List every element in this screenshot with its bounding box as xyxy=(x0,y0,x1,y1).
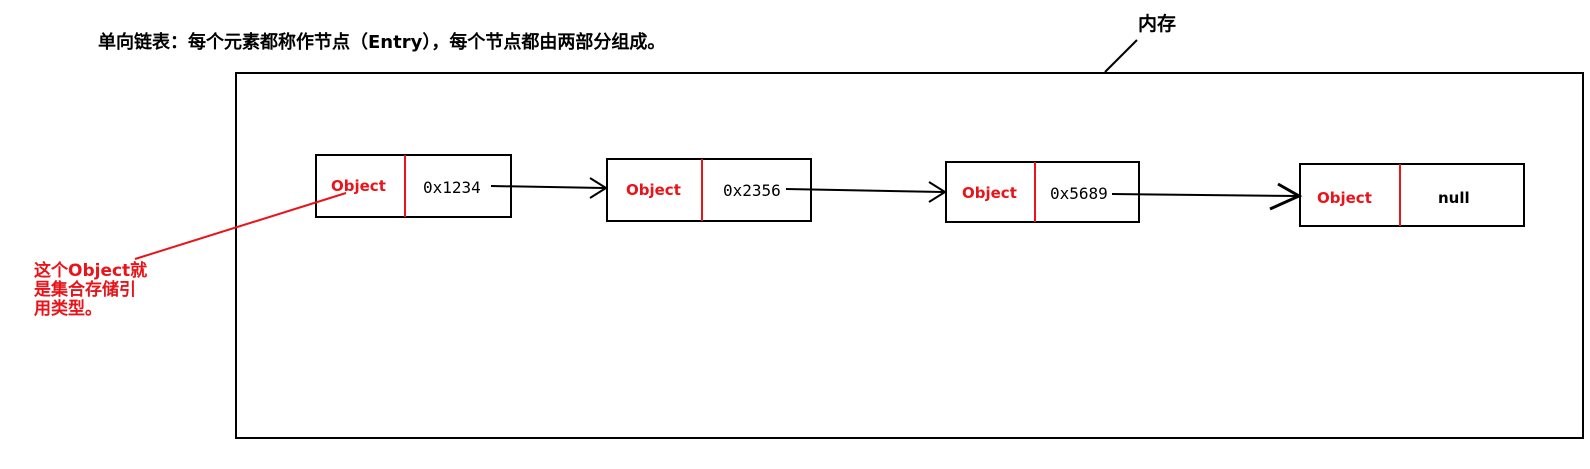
node-2-next: 0x2356 xyxy=(723,181,781,200)
arrow-node-1-to-2 xyxy=(490,177,608,199)
memory-label-pointer xyxy=(1104,39,1138,73)
node-1-next: 0x1234 xyxy=(423,178,481,197)
node-4: Object null xyxy=(1299,163,1525,227)
node-4-data: Object xyxy=(1317,189,1372,207)
arrow-node-2-to-3 xyxy=(785,181,947,203)
memory-label: 内存 xyxy=(1138,12,1176,35)
memory-region-box xyxy=(235,72,1584,439)
node-4-next: null xyxy=(1438,189,1470,207)
annotation-line-3: 用类型。 xyxy=(34,298,102,319)
node-3: Object 0x5689 xyxy=(945,161,1140,223)
annotation-line-1: 这个Object就 xyxy=(34,260,147,281)
annotation-pointer xyxy=(134,192,347,260)
diagram-heading: 单向链表：每个元素都称作节点（Entry），每个节点都由两部分组成。 xyxy=(98,31,665,53)
node-3-next: 0x5689 xyxy=(1050,184,1108,203)
node-1-data: Object xyxy=(331,177,386,195)
node-2-data: Object xyxy=(626,181,681,199)
annotation-line-2: 是集合存储引 xyxy=(34,279,136,300)
annotation-note: 这个Object就 是集合存储引 用类型。 xyxy=(34,260,153,319)
node-1: Object 0x1234 xyxy=(315,154,512,218)
arrow-node-3-to-4 xyxy=(1111,182,1303,211)
node-3-data: Object xyxy=(962,184,1017,202)
node-2: Object 0x2356 xyxy=(606,158,812,222)
